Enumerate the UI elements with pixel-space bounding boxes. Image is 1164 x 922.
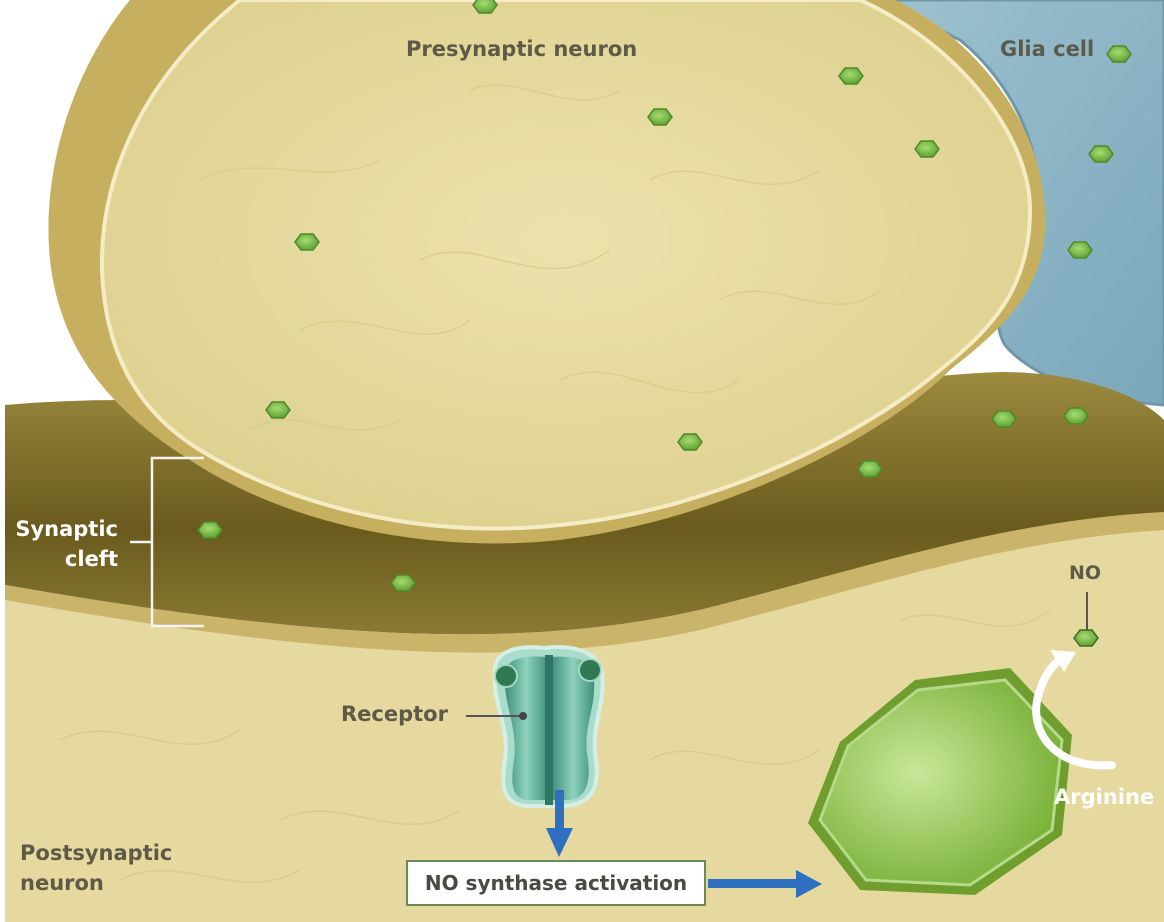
postsynaptic-label-line2: neuron	[20, 871, 104, 895]
down-arrow-icon	[546, 790, 573, 857]
postsynaptic-neuron-label: Postsynaptic neuron	[20, 838, 172, 898]
presynaptic-neuron-label: Presynaptic neuron	[406, 37, 638, 61]
molecule-icon	[390, 574, 416, 592]
molecule-icon	[265, 401, 291, 419]
molecule-icon	[1088, 145, 1114, 163]
molecule-icon	[1067, 241, 1093, 259]
presynaptic-neuron	[48, 0, 1046, 544]
molecule-icon	[838, 67, 864, 85]
no-molecule-icon	[1073, 629, 1099, 647]
molecule-icon	[294, 233, 320, 251]
arginine-label: Arginine	[1054, 785, 1155, 809]
glia-cell-label: Glia cell	[1000, 37, 1095, 61]
molecule-icon	[1106, 45, 1132, 63]
synaptic-cleft-label-line1: Synaptic	[15, 517, 118, 541]
curved-arrow-icon	[1032, 650, 1116, 770]
postsynaptic-label-line1: Postsynaptic	[20, 841, 173, 865]
molecule-icon	[914, 140, 940, 158]
synaptic-cleft-label: Synaptic cleft	[14, 514, 118, 574]
receptor-label: Receptor	[341, 702, 448, 726]
molecule-icon	[647, 108, 673, 126]
right-arrow-icon	[708, 870, 822, 898]
molecule-icon	[991, 410, 1017, 428]
synaptic-cleft-label-line2: cleft	[64, 547, 118, 571]
molecule-icon	[677, 433, 703, 451]
molecule-icon	[197, 521, 223, 539]
molecule-icon	[472, 0, 498, 14]
no-label: NO	[1069, 562, 1102, 584]
synthase-activation-box: NO synthase activation	[406, 860, 706, 906]
receptor-icon	[492, 645, 605, 808]
cleft-bracket	[130, 456, 204, 628]
molecules	[197, 0, 1132, 647]
receptor-pointer	[466, 712, 527, 720]
enzyme-icon	[808, 668, 1072, 895]
molecule-icon	[1063, 407, 1089, 425]
molecule-icon	[857, 460, 883, 478]
